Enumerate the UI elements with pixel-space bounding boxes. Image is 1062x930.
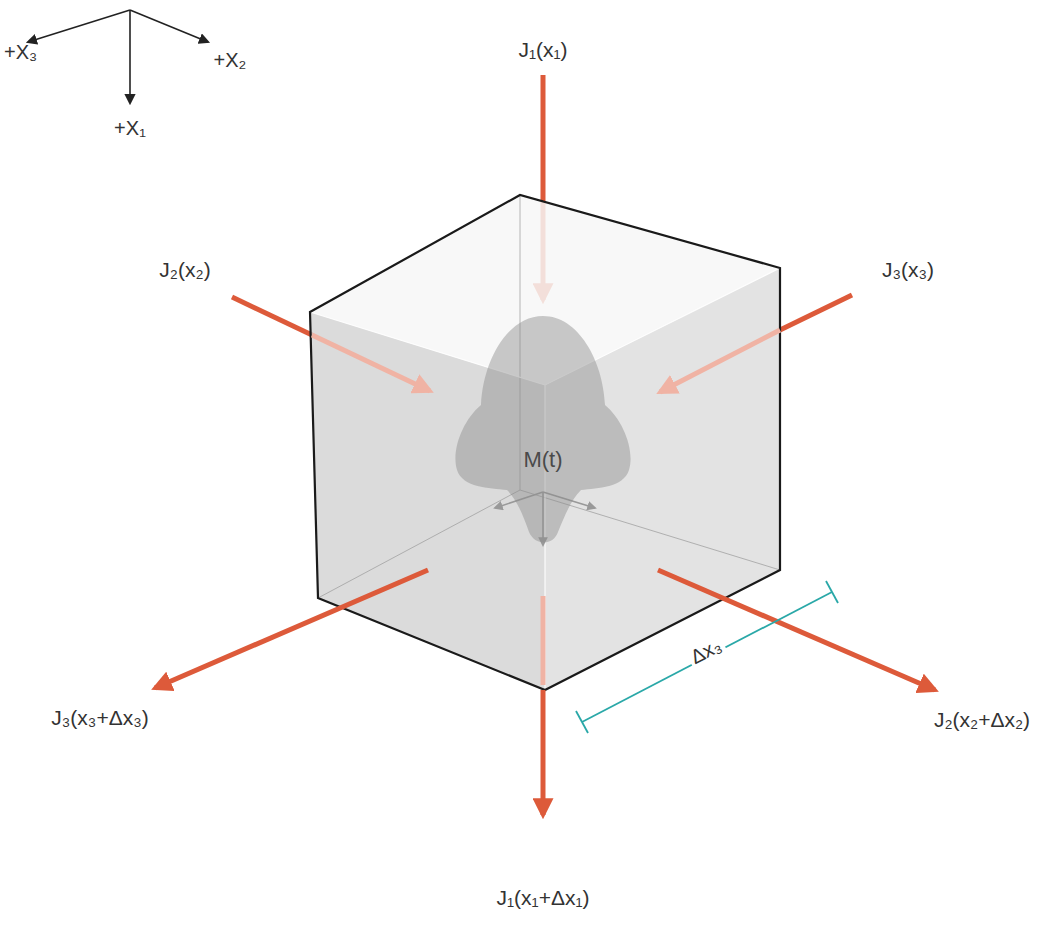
dimension-line [576, 581, 838, 733]
flux-arrow [232, 297, 312, 335]
flux-arrow [155, 570, 428, 688]
flux-label: J₃(x₃) [882, 258, 934, 281]
flux-arrow [541, 690, 546, 815]
flux-label: J₁(x₁+Δx₁) [496, 886, 589, 909]
mass-blob: M(t) [453, 310, 633, 550]
blob-shape [453, 310, 633, 550]
flux-label: +X₂ [214, 49, 247, 71]
flux-arrow [312, 335, 430, 391]
flux-arrow [541, 596, 546, 685]
flux-label: J₂(x₂) [159, 258, 210, 281]
cube [310, 195, 780, 690]
flux-label: J₃(x₃+Δx₃) [51, 706, 148, 729]
flux-label: J₂(x₂+Δx₂) [934, 708, 1030, 731]
flux-arrow [660, 330, 780, 392]
dimension-label: Δx₃ [684, 633, 727, 670]
flux-arrow [780, 295, 852, 330]
quantity-label: M(t) [523, 448, 562, 472]
axis-icon [28, 10, 208, 103]
flux-label: J₁(x₁) [518, 38, 567, 61]
flux-label: +X₁ [114, 117, 146, 139]
flux-label: +X₃ [4, 41, 37, 63]
flux-arrow [658, 570, 935, 690]
